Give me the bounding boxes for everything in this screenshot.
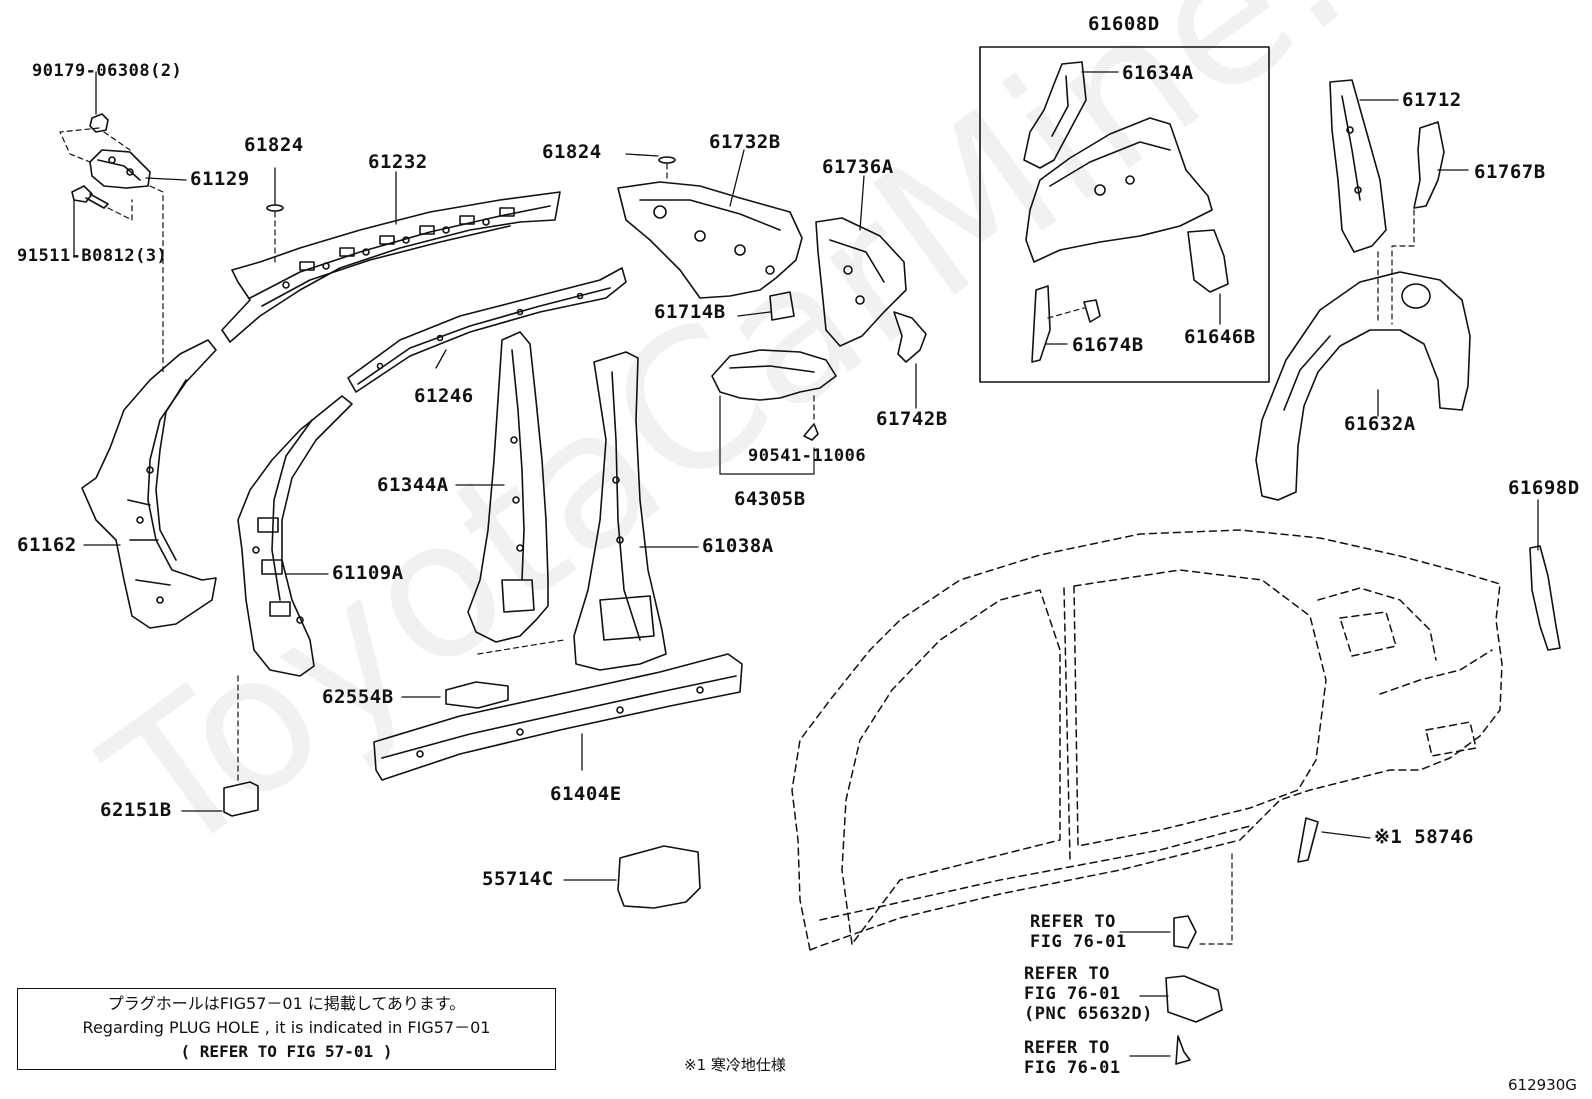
label-90541: 90541-11006 bbox=[748, 446, 867, 466]
bracket-dash-lines bbox=[59, 127, 164, 373]
label-91511: 91511-B0812(3) bbox=[17, 246, 168, 266]
ref1-line2: FIG 76-01 bbox=[1030, 932, 1127, 952]
label-61162: 61162 bbox=[17, 534, 77, 556]
ref2-line2: FIG 76-01 bbox=[1024, 984, 1121, 1004]
figure-id: 612930G bbox=[1508, 1076, 1577, 1094]
label-61038a: 61038A bbox=[702, 535, 774, 557]
label-62554b: 62554B bbox=[322, 686, 394, 708]
label-61634a: 61634A bbox=[1122, 62, 1194, 84]
bracket-61714b bbox=[769, 291, 795, 321]
plug-61824-a bbox=[266, 204, 284, 212]
inset-61646b bbox=[1187, 229, 1229, 293]
label-90179: 90179-06308(2) bbox=[32, 61, 183, 81]
plug-hole-note: プラグホールはFIG57－01 に掲載してあります。 Regarding PLU… bbox=[17, 988, 556, 1070]
ref1-line1: REFER TO bbox=[1030, 912, 1116, 932]
label-61674b: 61674B bbox=[1072, 334, 1144, 356]
note-line-en: Regarding PLUG HOLE , it is indicated in… bbox=[82, 1018, 491, 1037]
inset-61674b-a bbox=[1031, 285, 1051, 363]
footnote-cold-area: ※1 寒冷地仕様 bbox=[684, 1056, 786, 1074]
label-62151b: 62151B bbox=[100, 799, 172, 821]
label-61824-b: 61824 bbox=[542, 141, 602, 163]
note-line-jp: プラグホールはFIG57－01 に掲載してあります。 bbox=[107, 994, 466, 1013]
label-61129: 61129 bbox=[190, 168, 250, 190]
ref2-line1: REFER TO bbox=[1024, 964, 1110, 984]
body-side-outline bbox=[791, 529, 1503, 951]
inset-61674b-b bbox=[1083, 299, 1101, 323]
label-61767b: 61767B bbox=[1474, 161, 1546, 183]
panel-61712 bbox=[1329, 79, 1387, 253]
label-61232: 61232 bbox=[368, 151, 428, 173]
front-pillar-inner-61109a bbox=[237, 395, 353, 677]
label-61824-a: 61824 bbox=[244, 134, 304, 156]
quarter-inner-61732b bbox=[617, 181, 803, 299]
bracket-55714c bbox=[617, 845, 701, 909]
ref3-line1: REFER TO bbox=[1024, 1038, 1110, 1058]
leader-lines bbox=[73, 71, 1539, 1057]
label-61698d: 61698D bbox=[1508, 477, 1580, 499]
label-61742b: 61742B bbox=[876, 408, 948, 430]
clip-ref1 bbox=[1173, 915, 1197, 949]
panel-61742b bbox=[893, 311, 927, 363]
inset-wheelhouse bbox=[1025, 117, 1213, 263]
bracket-64305b bbox=[711, 349, 837, 441]
flap-ref2 bbox=[1165, 975, 1223, 1023]
label-61246: 61246 bbox=[414, 385, 474, 407]
label-61344a: 61344A bbox=[377, 474, 449, 496]
panel-61767b bbox=[1413, 121, 1445, 209]
block-62554b bbox=[445, 681, 509, 709]
bracket-64305b-leader bbox=[719, 395, 815, 475]
label-61646b: 61646B bbox=[1184, 326, 1256, 348]
rocker-61404e bbox=[373, 653, 743, 781]
roof-rail-61232 bbox=[221, 191, 561, 343]
roof-rail-inner-61246 bbox=[347, 267, 627, 393]
panel-61736a bbox=[815, 217, 907, 347]
label-61714b: 61714B bbox=[654, 301, 726, 323]
bracket-61129 bbox=[71, 113, 151, 209]
block-62151b bbox=[223, 781, 259, 817]
label-55714c: 55714C bbox=[482, 868, 554, 890]
ref3-line2: FIG 76-01 bbox=[1024, 1058, 1121, 1078]
label-61404e: 61404E bbox=[550, 783, 622, 805]
label-61632a: 61632A bbox=[1344, 413, 1416, 435]
inset-frame bbox=[979, 46, 1270, 383]
center-pillar-61344a bbox=[467, 331, 549, 643]
note-line-ref: ( REFER TO FIG 57-01 ) bbox=[180, 1042, 393, 1061]
plug-61824-b bbox=[658, 156, 676, 164]
wheelhouse-61632a bbox=[1255, 271, 1471, 501]
front-pillar-61162 bbox=[81, 339, 217, 629]
label-61736a: 61736A bbox=[822, 156, 894, 178]
bracket-61698d bbox=[1529, 545, 1561, 651]
screw-ref3 bbox=[1175, 1035, 1191, 1065]
label-61712: 61712 bbox=[1402, 89, 1462, 111]
ref2-line3: (PNC 65632D) bbox=[1024, 1004, 1153, 1024]
label-61608d: 61608D bbox=[1088, 13, 1160, 35]
label-61732b: 61732B bbox=[709, 131, 781, 153]
label-64305b: 64305B bbox=[734, 488, 806, 510]
inset-61634a bbox=[1023, 61, 1087, 169]
seal-58746 bbox=[1297, 817, 1319, 863]
label-61109a: 61109A bbox=[332, 562, 404, 584]
center-pillar-outer-61038a bbox=[573, 351, 667, 671]
label-58746: ※1 58746 bbox=[1374, 826, 1474, 848]
